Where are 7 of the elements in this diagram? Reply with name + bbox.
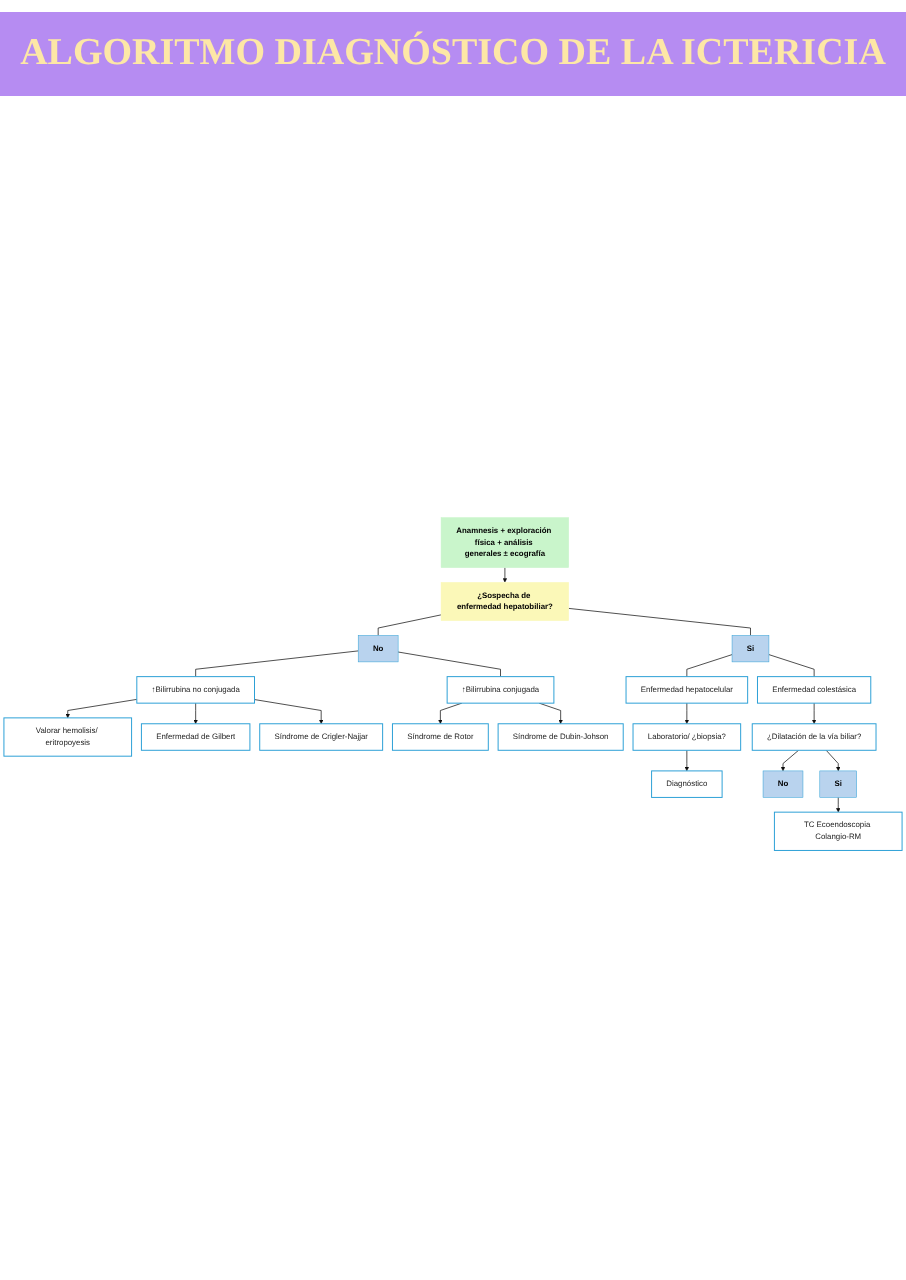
connector bbox=[768, 654, 815, 677]
title-banner: ALGORITMO DIAGNÓSTICO DE LA ICTERICIA bbox=[0, 12, 906, 96]
connector bbox=[195, 650, 359, 677]
connector bbox=[568, 608, 751, 636]
connector bbox=[397, 651, 501, 677]
connector bbox=[377, 614, 442, 636]
connector bbox=[686, 654, 733, 677]
